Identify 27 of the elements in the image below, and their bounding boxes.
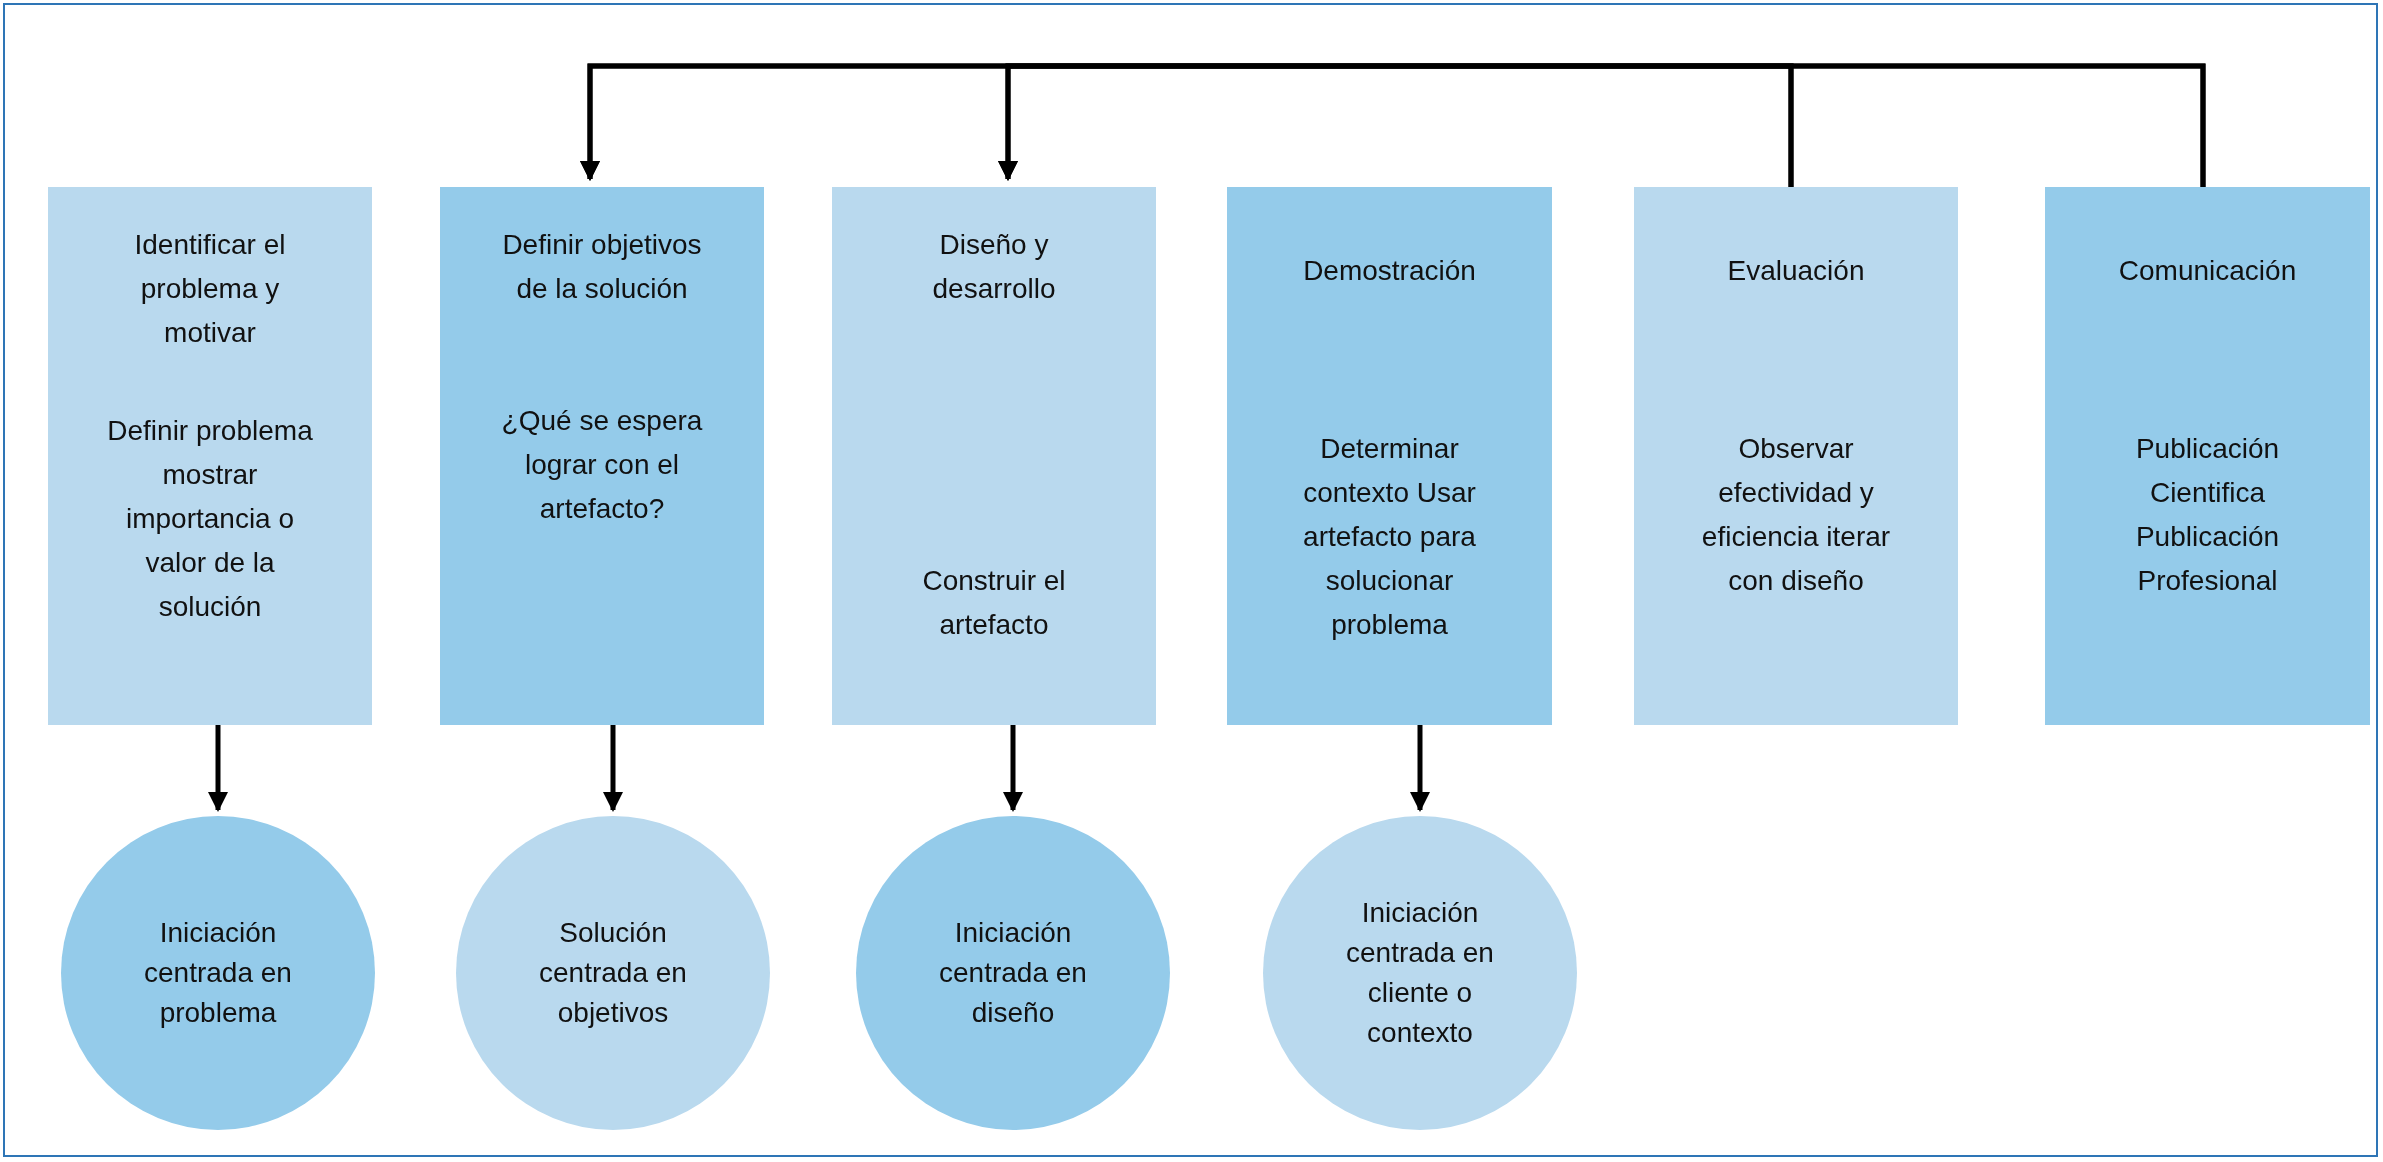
step-description: Publicación Cientifica Publicación Profesional bbox=[2134, 432, 2281, 598]
step-box bbox=[440, 187, 764, 725]
step-description: Definir problema mostrar importancia o valor de la solución bbox=[106, 414, 314, 624]
arrow bbox=[1410, 725, 1430, 812]
step-box bbox=[48, 187, 372, 725]
step-description: Construir el artefacto bbox=[921, 564, 1067, 642]
outcome-label: Solución centrada en objetivos bbox=[538, 916, 688, 1030]
step-box bbox=[1634, 187, 1958, 725]
arrow bbox=[998, 63, 2206, 187]
outcome-label: Iniciación centrada en problema bbox=[143, 916, 293, 1030]
outcome-label: Iniciación centrada en cliente o contexto bbox=[1345, 896, 1495, 1050]
step-description: Observar efectividad y eficiencia iterar con diseño bbox=[1700, 432, 1892, 598]
step-title: Demostración bbox=[1302, 254, 1477, 288]
step-title: Definir objetivos de la solución bbox=[501, 228, 703, 306]
step-box bbox=[1227, 187, 1552, 725]
step-title: Comunicación bbox=[2117, 254, 2298, 288]
arrow bbox=[1003, 725, 1023, 812]
outcome-label: Iniciación centrada en diseño bbox=[938, 916, 1088, 1030]
arrow bbox=[603, 725, 623, 812]
step-box bbox=[2045, 187, 2370, 725]
step-description: Determinar contexto Usar artefacto para solucionar problema bbox=[1302, 432, 1477, 642]
step-title: Diseño y desarrollo bbox=[931, 228, 1057, 306]
step-description: ¿Qué se espera lograr con el artefacto? bbox=[500, 404, 704, 526]
step-title: Identificar el problema y motivar bbox=[133, 228, 287, 350]
step-box bbox=[832, 187, 1156, 725]
step-title: Evaluación bbox=[1726, 254, 1866, 288]
arrow bbox=[208, 725, 228, 812]
